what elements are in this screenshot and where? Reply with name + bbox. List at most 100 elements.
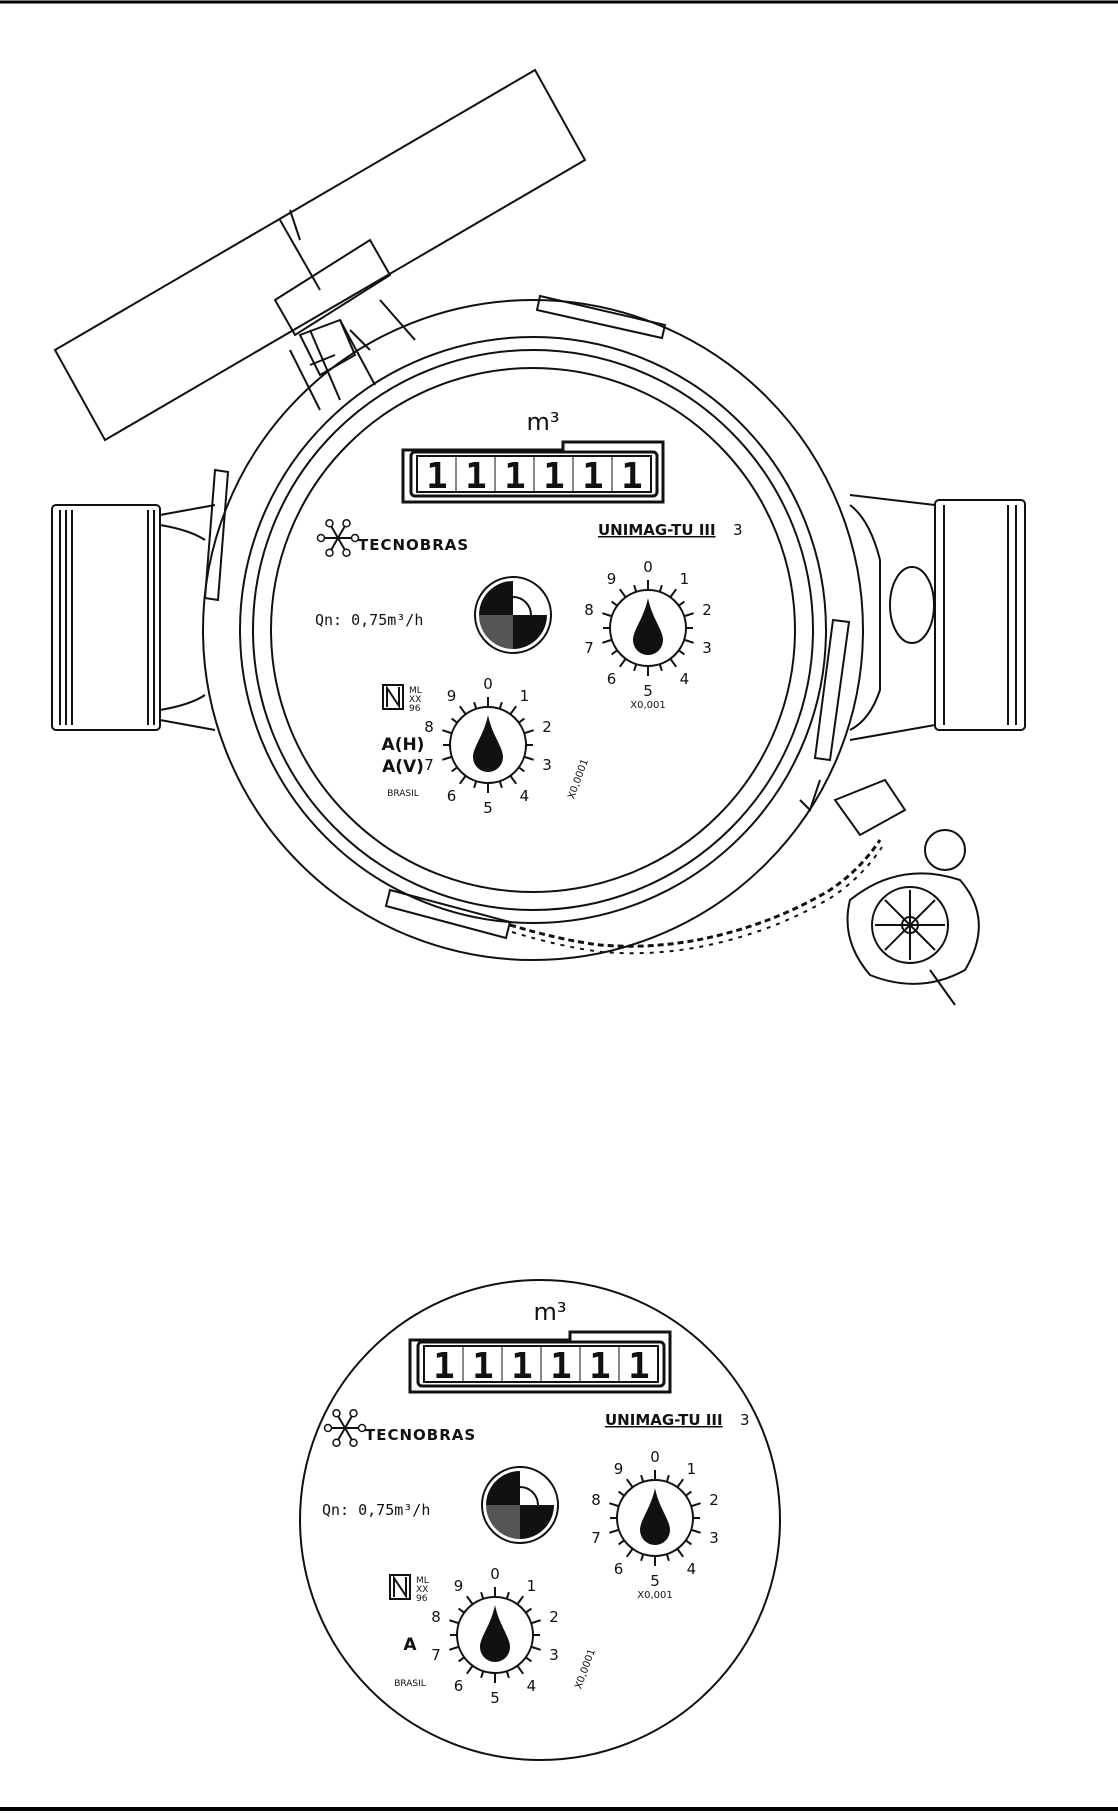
counter-inner-frame (409, 450, 659, 498)
dial-tick (618, 588, 627, 598)
logo-node (332, 1409, 341, 1418)
inmetro-mark-icon (389, 1574, 411, 1600)
dial-tick (530, 1645, 541, 1651)
logo-node (323, 1423, 333, 1433)
model-suffix: 3 (740, 1411, 750, 1429)
dial-tick (442, 755, 453, 761)
dial-tick (669, 588, 678, 598)
dial-pointer (633, 598, 663, 655)
dial-tick (498, 701, 503, 710)
counter-digit: 1 (628, 1346, 650, 1387)
seal-icon (509, 778, 980, 1006)
dial-tick (465, 1665, 474, 1675)
counter-digit: 1 (504, 456, 526, 497)
star-wheel-segment (486, 1471, 520, 1505)
dial-tick (458, 1656, 465, 1663)
dial-digit-label: 3 (542, 756, 552, 774)
metrological-class: A (403, 1635, 417, 1655)
dial-digit-label: 5 (490, 1689, 500, 1707)
inmetro-n (386, 684, 400, 710)
dial-digit-label: 0 (650, 1448, 660, 1466)
dial-digit-label: 5 (650, 1572, 660, 1590)
brand-name: TECNOBRAS (358, 536, 469, 554)
logo-node (342, 519, 351, 528)
dial-digit-label: 7 (431, 1646, 441, 1664)
dial-pointer (480, 1605, 510, 1662)
dial-digit-label: 0 (643, 558, 653, 576)
logo-node (316, 533, 326, 543)
dial-digit-label: 3 (709, 1529, 719, 1547)
valve-handle (53, 68, 587, 442)
star-wheel-rim (474, 576, 552, 654)
dial-tick (523, 729, 534, 735)
counter-digit: 1 (582, 456, 604, 497)
dial-digit-label: 3 (702, 639, 712, 657)
dial-tick (530, 1619, 541, 1625)
dial-tick (449, 1645, 460, 1651)
inmetro-mark-icon (382, 684, 404, 710)
dial-face-border (299, 1279, 781, 1761)
dial-tick (658, 663, 663, 672)
dial-digit-label: 5 (643, 682, 653, 700)
dial-digit-label: 6 (447, 787, 457, 805)
flow-rating: Qn: 0,75m³/h (315, 611, 423, 629)
dial-digit-label: 7 (591, 1529, 601, 1547)
counter-digit: 1 (550, 1346, 572, 1387)
dial-digit-label: 8 (424, 718, 434, 736)
counter-digit: 1 (433, 1346, 455, 1387)
dial-multiplier: X0,001 (630, 700, 665, 711)
counter-frame (401, 440, 665, 504)
outlet-fitting (849, 494, 1026, 741)
cert-code: ML (416, 1576, 429, 1586)
dial-tick (458, 705, 467, 715)
dial-tick (609, 1528, 620, 1534)
dial-tick (473, 780, 478, 789)
dial-tick (509, 775, 518, 785)
brand-name: TECNOBRAS (365, 1426, 476, 1444)
dial-tick (602, 638, 613, 644)
dial-tick (633, 584, 638, 593)
metrological-class: A(V) (382, 757, 424, 777)
dial-tick (685, 1539, 692, 1546)
dial-tick (665, 1474, 670, 1483)
dial-tick (678, 649, 685, 656)
dial-tick (525, 1607, 532, 1614)
dial-pointer (473, 715, 503, 772)
dial-tick (525, 1656, 532, 1663)
star-wheel-segment (513, 615, 547, 649)
inmetro-box (382, 684, 404, 710)
dial-tick (683, 638, 694, 644)
dial-tick (658, 584, 663, 593)
logo-spoke (337, 537, 346, 551)
counter-digit: 1 (465, 456, 487, 497)
cert-code: ML (409, 686, 422, 696)
dial-tick (611, 649, 618, 656)
dial-digit-label: 9 (454, 1577, 464, 1595)
dial-digit-label: 4 (527, 1677, 537, 1695)
dial-tick (669, 658, 678, 668)
dial-digit-label: 6 (607, 670, 617, 688)
logo-spoke (330, 525, 339, 539)
star-wheel-segment (520, 1505, 554, 1539)
unit-label: m³ (527, 408, 560, 436)
dial-tick (516, 1665, 525, 1675)
dial-tick (498, 780, 503, 789)
counter-digit: 1 (543, 456, 565, 497)
counter-frame (408, 1330, 672, 1394)
dial-tick (690, 1528, 701, 1534)
model-name: UNIMAG-TU III (598, 521, 716, 539)
star-wheel-segment (479, 581, 513, 615)
dial-digit-label: 8 (584, 601, 594, 619)
model-suffix: 3 (733, 521, 743, 539)
dial-digit-label: 1 (520, 687, 530, 705)
cert-code: XX (409, 695, 421, 705)
logo-spoke (344, 1415, 353, 1429)
logo-node (332, 1438, 341, 1447)
